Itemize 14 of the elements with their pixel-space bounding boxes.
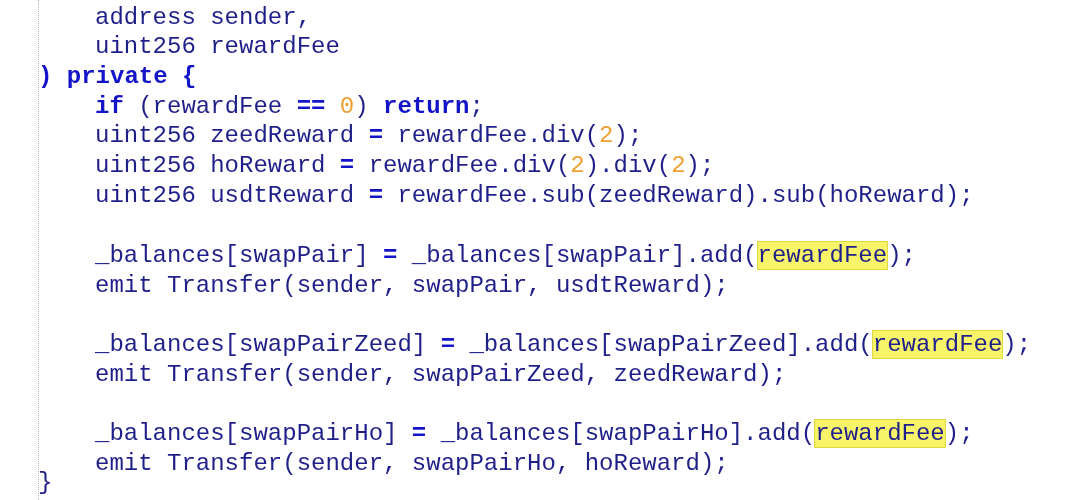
code-line: _balances[swapPair] = _balances[swapPair].add(rewardFee);: [95, 241, 916, 271]
code-line: _balances[swapPairHo] = _balances[swapPairHo].add(rewardFee);: [95, 419, 974, 449]
code-line: emit Transfer(sender, swapPairHo, hoReward);: [95, 449, 729, 479]
code-line: emit Transfer(sender, swapPair, usdtReward);: [95, 271, 729, 301]
code-line: address sender,: [95, 3, 312, 33]
code-line: }: [38, 468, 53, 498]
code-line: _balances[swapPairZeed] = _balances[swapPairZeed].add(rewardFee);: [95, 330, 1032, 360]
code-line: uint256 zeedReward = rewardFee.div(2);: [95, 121, 643, 151]
code-line: uint256 hoReward = rewardFee.div(2).div(2);: [95, 151, 715, 181]
code-line: emit Transfer(sender, swapPairZeed, zeedReward);: [95, 360, 787, 390]
code-line: ) private {: [38, 62, 197, 92]
code-line: uint256 usdtReward = rewardFee.sub(zeedReward).sub(hoReward);: [95, 181, 974, 211]
code-line: if (rewardFee == 0) return;: [95, 92, 484, 122]
code-line: uint256 rewardFee: [95, 32, 340, 62]
